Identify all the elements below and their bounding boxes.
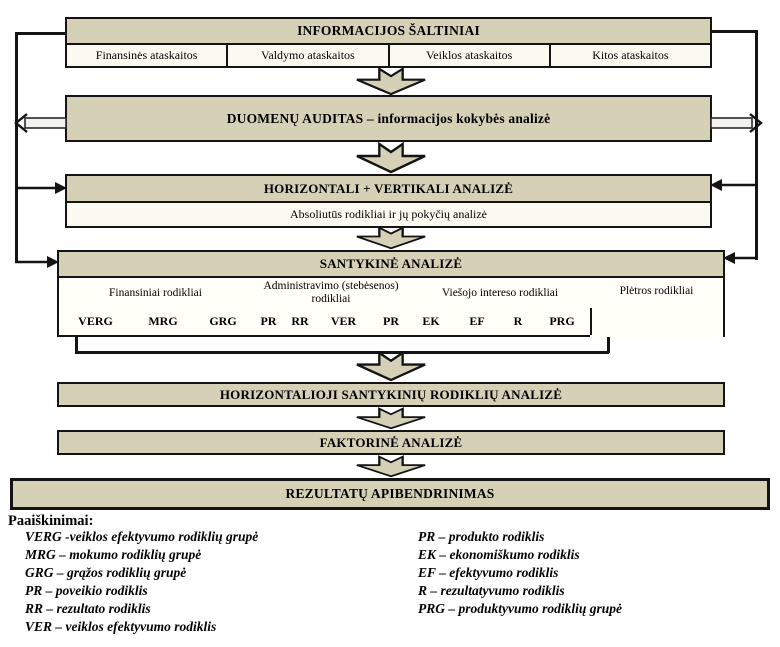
horizontal-vertical-title: HORIZONTALI + VERTIKALI ANALIZĖ: [67, 176, 710, 203]
bracket-bottom-line: [75, 351, 609, 354]
cell-grg: GRG: [194, 308, 254, 335]
left-feedback-line: [15, 32, 18, 263]
cell-ef: EF: [452, 308, 504, 335]
source-cell-finansines: Finansinės ataskaitos: [67, 45, 229, 66]
legend-item: GRG – grąžos rodiklių grupė: [25, 565, 187, 580]
legend-item: EK – ekonomiškumo rodiklis: [418, 547, 580, 562]
cell-pr1: PR: [252, 308, 287, 335]
legend-title: Paaiškinimai:: [8, 513, 94, 529]
faktorine-box: FAKTORINĖ ANALIZĖ: [57, 430, 725, 455]
group-administravimo: Administravimo (stebėsenos) rodikliai: [252, 278, 412, 310]
legend-item: VERG -veiklos efektyvumo rodiklių grupė: [25, 529, 259, 544]
legend-item: MRG – mokumo rodiklių grupė: [25, 547, 202, 562]
relative-analysis-body: Finansiniai rodikliai Administravimo (st…: [59, 278, 723, 342]
info-sources-row: Finansinės ataskaitos Valdymo ataskaitos…: [67, 45, 710, 66]
cell-r: R: [502, 308, 536, 335]
legend-item: PR – poveikio rodiklis: [25, 583, 148, 598]
cell-ver: VER: [315, 308, 374, 335]
cell-ek: EK: [410, 308, 454, 335]
down-arrow-icon: [356, 350, 426, 382]
legend-item: RR – rezultato rodiklis: [25, 601, 151, 616]
bracket-left-line: [75, 337, 78, 353]
group-finansiniai: Finansiniai rodikliai: [59, 278, 254, 310]
cell-verg: VERG: [59, 308, 134, 335]
legend-item: R – rezultatyvumo rodiklis: [418, 583, 565, 598]
feedback-arrow-right-icon: [710, 113, 763, 133]
feedback-arrow-left-icon: [14, 113, 67, 133]
cell-prg: PRG: [534, 308, 592, 335]
right-feedback-line: [755, 30, 758, 260]
bracket-right-line: [607, 337, 610, 353]
arrow-left-icon: [723, 252, 757, 264]
source-cell-valdymo: Valdymo ataskaitos: [228, 45, 390, 66]
down-arrow-icon: [356, 66, 426, 96]
arrow-left-icon: [710, 179, 757, 191]
legend-item: EF – efektyvumo rodiklis: [418, 565, 559, 580]
info-sources-box: INFORMACIJOS ŠALTINIAI Finansinės ataska…: [65, 17, 712, 68]
group-pletros: Plėtros rodikliai: [590, 278, 723, 342]
horizontal-vertical-subtitle: Absoliutūs rodikliai ir jų pokyčių anali…: [67, 203, 710, 226]
cell-pr2: PR: [372, 308, 412, 335]
relative-analysis-table: SANTYKINĖ ANALIZĖ Finansiniai rodikliai …: [57, 250, 725, 342]
cell-mrg: MRG: [132, 308, 196, 335]
data-audit-box: DUOMENŲ AUDITAS – informacijos kokybės a…: [65, 95, 712, 142]
legend-item: PR – produkto rodiklis: [418, 529, 545, 544]
cell-rr: RR: [285, 308, 317, 335]
source-cell-veiklos: Veiklos ataskaitos: [389, 45, 551, 66]
down-arrow-icon: [356, 455, 426, 478]
group-viesojo: Viešojo intereso rodikliai: [410, 278, 592, 310]
relative-analysis-title: SANTYKINĖ ANALIZĖ: [59, 252, 723, 278]
source-cell-kitos: Kitos ataskaitos: [550, 45, 710, 66]
horizontalioji-box: HORIZONTALIOJI SANTYKINIŲ RODIKLIŲ ANALI…: [57, 382, 725, 407]
info-sources-title: INFORMACIJOS ŠALTINIAI: [67, 19, 710, 45]
arrow-right-icon: [15, 182, 67, 194]
down-arrow-icon: [356, 407, 426, 430]
down-arrow-icon: [356, 141, 426, 174]
legend-item: VER – veiklos efektyvumo rodiklis: [25, 619, 217, 634]
legend-item: PRG – produktyvumo rodiklių grupė: [418, 601, 623, 616]
arrow-right-icon: [15, 256, 59, 268]
rezultatai-box: REZULTATŲ APIBENDRINIMAS: [10, 478, 770, 510]
down-arrow-icon: [356, 226, 426, 250]
horizontal-vertical-box: HORIZONTALI + VERTIKALI ANALIZĖ Absoliut…: [65, 174, 712, 228]
left-top-connector: [15, 32, 66, 35]
right-top-connector: [711, 30, 757, 33]
